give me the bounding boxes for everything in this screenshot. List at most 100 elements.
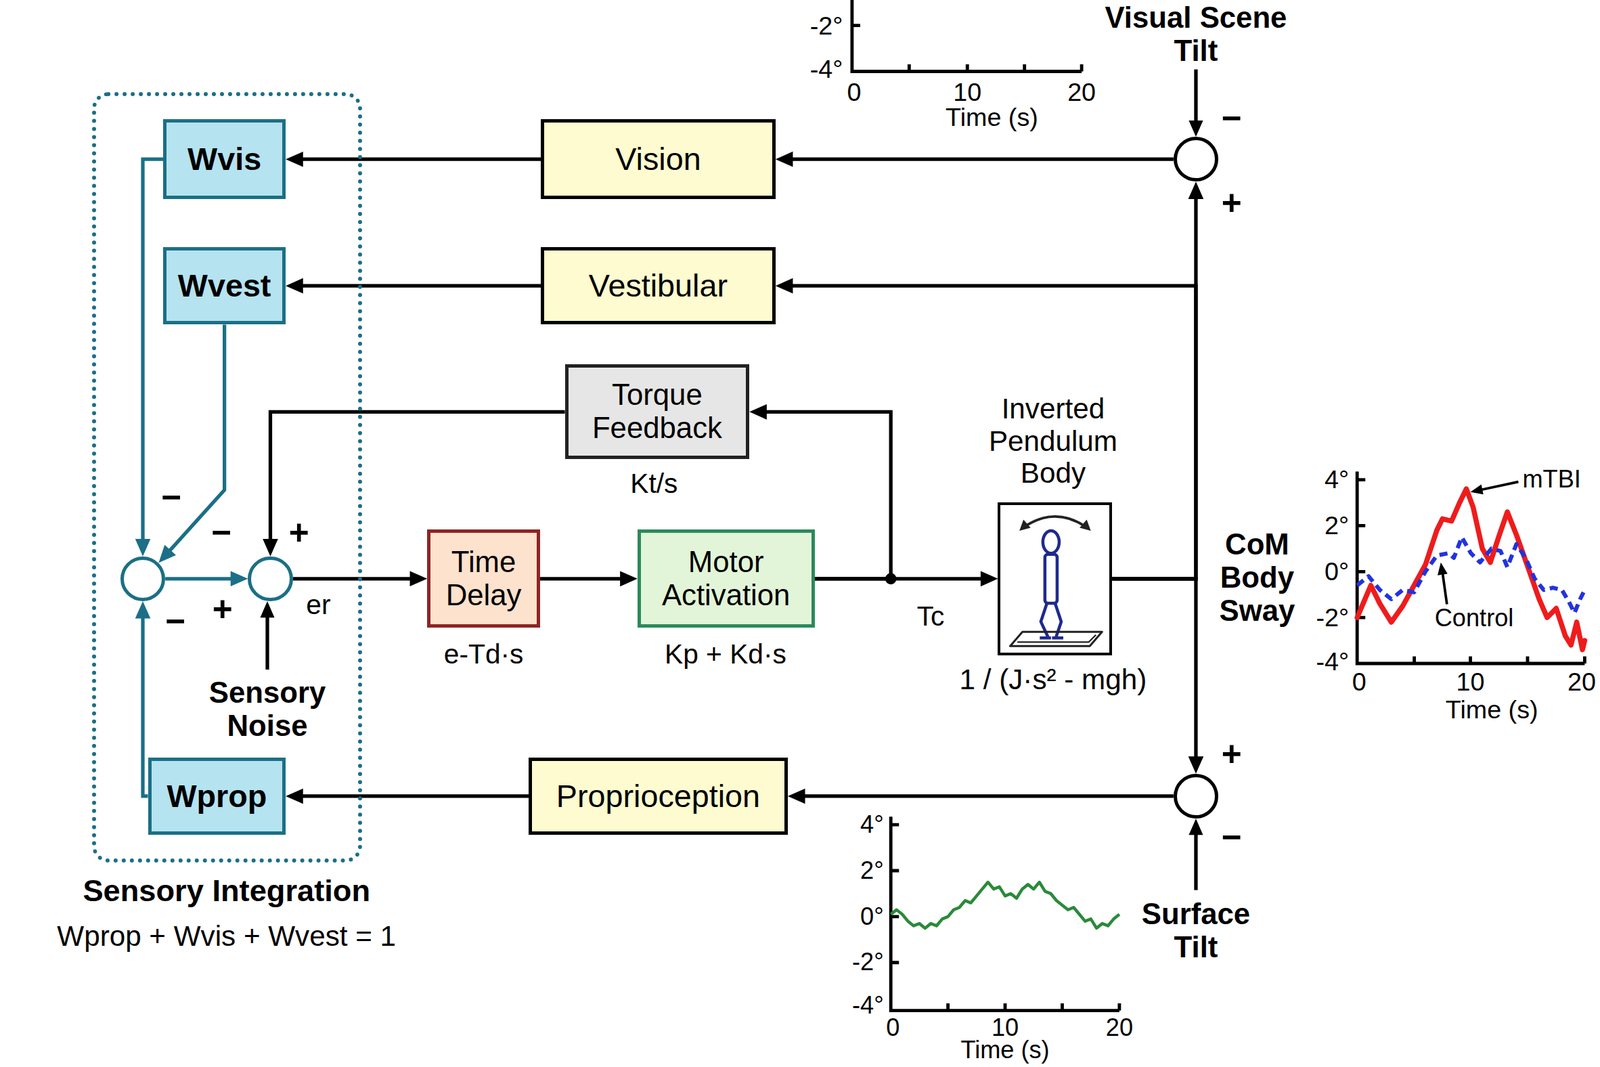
block-label: Vestibular: [588, 268, 728, 304]
weight-box: Wvest: [163, 247, 286, 325]
output-label: CoM Body Sway: [1203, 527, 1311, 628]
block-label: Proprioception: [556, 778, 761, 814]
tick-label: 10: [952, 77, 982, 107]
tick-label: -2°: [810, 11, 844, 40]
connector-line: [142, 614, 149, 796]
axis-title: Time (s): [945, 102, 1039, 132]
plot-axis: [852, 0, 1082, 72]
summing-junction: −+: [1173, 136, 1219, 182]
plot-axis: [890, 816, 1120, 1010]
plot-axes: [852, 0, 1585, 1011]
sign-label: +: [1221, 734, 1242, 773]
noise-line: [265, 615, 269, 670]
figure-head: [1042, 530, 1060, 553]
tick-label: -4°: [810, 54, 844, 84]
arrow-head: [1188, 181, 1205, 199]
connector-line: [789, 157, 1173, 162]
visual-tilt-line: [1193, 69, 1198, 123]
arrow-head: [980, 571, 999, 587]
sway-head: [1079, 519, 1092, 531]
surface-tilt-line: [1193, 832, 1198, 890]
arrow-head: [619, 571, 638, 587]
figure-torso: [1045, 554, 1058, 604]
arrow-head: [285, 151, 304, 168]
tick-label: 0: [885, 1013, 900, 1042]
signal-connector: [540, 571, 638, 587]
arrow-head: [158, 544, 176, 564]
transfer-function: 1 / (J·s² - mgh): [959, 663, 1148, 696]
arrow-head: [787, 788, 806, 805]
weight-equation: Wprop + Wvis + Wvest = 1: [56, 919, 396, 952]
sign-label: +: [1221, 183, 1242, 222]
visual-tilt-head: [1188, 120, 1203, 137]
input-arrows: [259, 69, 1203, 891]
summing-junction: −−−: [120, 556, 166, 602]
axis-title: Time (s): [1445, 695, 1539, 724]
input-label: Surface Tilt: [1126, 897, 1265, 964]
block-heading: Inverted Pendulum Body: [966, 392, 1140, 489]
signal-connector: [165, 570, 248, 587]
sign-label: +: [212, 589, 233, 629]
integration-group: Sensory IntegrationWprop + Wvis + Wvest …: [92, 92, 363, 863]
arrow-head: [775, 278, 794, 294]
curve-label: Control: [1434, 604, 1515, 633]
leader-line: [1442, 573, 1448, 604]
arrow-head: [775, 151, 794, 168]
tick-label: -4°: [1316, 647, 1350, 676]
leader-head: [1470, 484, 1484, 495]
tick-label: 4°: [1324, 464, 1349, 494]
weight-box: Wvis: [163, 119, 286, 199]
surface-tilt-head: [1188, 818, 1203, 835]
plate-line: [1017, 634, 1096, 643]
delay-box: Time Delaye-Td·s: [427, 529, 541, 628]
arrow-head: [230, 570, 249, 587]
arrow-head: [410, 570, 428, 587]
arrow-head: [749, 404, 767, 420]
summing-junction: ++: [247, 556, 293, 602]
arrow-head: [262, 538, 279, 557]
tick-label: -2°: [852, 948, 884, 976]
block-label: Motor Activation: [650, 545, 802, 612]
signal-connector: [775, 278, 1196, 579]
tick-label: 2°: [860, 856, 884, 885]
weight-label: Wprop: [166, 778, 267, 814]
group-heading: Sensory Integration: [82, 873, 371, 909]
weight-label: Wvis: [187, 141, 262, 177]
transfer-function: Kp + Kd·s: [664, 638, 787, 671]
tick-label: 0°: [860, 902, 884, 931]
sensor-box: Vestibular: [540, 247, 776, 325]
signal-label: Tc: [917, 601, 945, 633]
tick-label: 4°: [860, 810, 884, 839]
sensor-box: Proprioception: [528, 757, 788, 836]
summing-junction: +−: [1173, 773, 1219, 819]
block-label: Vision: [615, 141, 701, 177]
mtbi-curve: [1357, 488, 1585, 650]
input-label: Sensory Noise: [185, 676, 349, 743]
signal-connector: [1112, 181, 1204, 579]
tick-label: 0°: [1324, 557, 1349, 586]
arrow-head: [135, 601, 151, 619]
signal-connector: [285, 151, 541, 168]
tick-label: -4°: [852, 991, 884, 1020]
sign-label: −: [211, 513, 232, 552]
tick-label: -2°: [1316, 603, 1350, 632]
body-box: Inverted Pendulum Body1 / (J·s² - mgh): [997, 502, 1113, 656]
sign-label: −: [161, 477, 182, 517]
surface-tilt-curve: [890, 881, 1120, 928]
plot-axis: [1357, 471, 1585, 664]
connector-line: [270, 411, 565, 543]
weight-box: Wprop: [148, 757, 287, 836]
arrow-head: [285, 278, 304, 294]
pendulum-figure: [1010, 516, 1103, 646]
tick-label: 20: [1567, 667, 1596, 696]
signal-connector: [775, 151, 1174, 168]
connector-line: [540, 576, 624, 581]
sign-label: −: [1221, 817, 1242, 857]
tick-label: 20: [1067, 77, 1096, 107]
block-label: Torque Feedback: [578, 378, 737, 445]
connector-line: [299, 793, 529, 798]
connector-line: [299, 283, 541, 287]
support-plate: [1010, 631, 1103, 646]
tick-label: 2°: [1324, 510, 1349, 540]
